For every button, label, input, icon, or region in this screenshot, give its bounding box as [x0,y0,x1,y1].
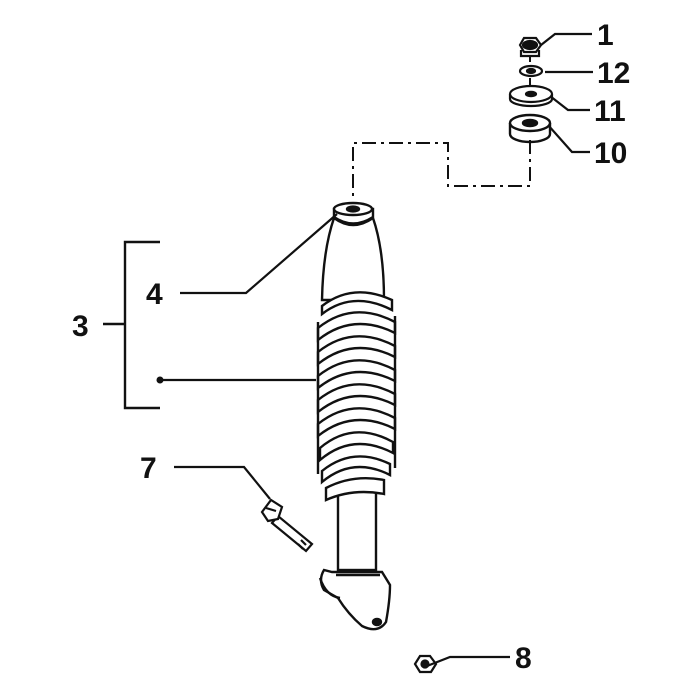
coil-spring [316,291,397,502]
bolt-part [260,498,314,553]
callout-4: 4 [146,278,163,311]
callout-12: 12 [597,57,630,90]
callout-11: 11 [594,95,626,128]
callout-1: 1 [597,19,614,52]
leader-dot [156,376,164,384]
callout-7: 7 [140,452,157,485]
assembly-axis-line [352,55,531,200]
nut-part [518,36,543,58]
callout-8: 8 [515,642,532,675]
shock-absorber-part [316,201,397,631]
assembly-bracket [103,240,160,410]
callout-10: 10 [594,137,627,170]
rubber-bushing-part [508,113,552,144]
spring-washer-part [518,64,544,78]
lock-nut-part [413,654,438,674]
washer-part [508,84,554,108]
leader-lines [160,32,593,668]
callout-3: 3 [72,310,89,343]
